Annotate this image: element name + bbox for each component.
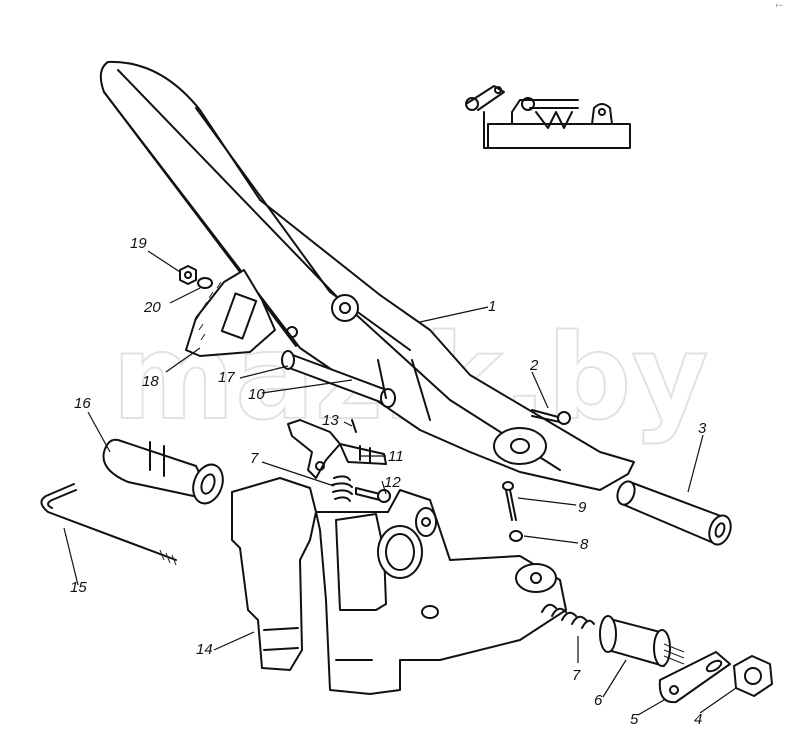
bolt-12 — [355, 487, 391, 503]
shaft-assembly — [281, 350, 396, 408]
link-plate — [658, 651, 731, 704]
label-1: 1 — [488, 298, 496, 315]
corner-mark: ʳ⁻ — [776, 3, 783, 13]
nut-and-washer — [179, 265, 213, 289]
bracket-plate — [287, 419, 387, 479]
label-14: 14 — [196, 641, 213, 658]
label-2: 2 — [529, 357, 539, 374]
leader-lines — [63, 250, 737, 716]
sleeve — [102, 438, 224, 505]
nut-4 — [733, 655, 773, 697]
lower-spring — [541, 603, 595, 629]
l-rod — [40, 483, 177, 566]
upper-spring — [331, 475, 353, 502]
main-bracket — [231, 477, 567, 695]
label-11: 11 — [388, 448, 404, 465]
label-19: 19 — [130, 235, 147, 252]
label-20: 20 — [143, 299, 161, 316]
label-6: 6 — [594, 692, 603, 709]
bolt-9 — [502, 481, 517, 521]
label-7-lower: 7 — [572, 667, 581, 684]
label-3: 3 — [698, 420, 707, 437]
label-17: 17 — [218, 369, 235, 386]
tube — [616, 480, 732, 546]
part-labels: 1 2 3 4 5 6 7 8 9 10 11 12 13 14 15 16 1… — [70, 235, 707, 728]
label-7-upper: 7 — [250, 450, 259, 467]
label-16: 16 — [74, 395, 91, 412]
label-5: 5 — [630, 711, 639, 728]
label-18: 18 — [142, 373, 159, 390]
bushing — [599, 615, 685, 667]
label-9: 9 — [578, 499, 587, 516]
label-10: 10 — [248, 386, 265, 403]
label-13: 13 — [322, 412, 339, 429]
label-12: 12 — [384, 474, 401, 491]
lever-bolt — [531, 409, 571, 425]
inset-diagram — [465, 85, 631, 149]
ring-clip — [509, 530, 523, 542]
label-4: 4 — [694, 711, 702, 728]
label-8: 8 — [580, 536, 589, 553]
label-15: 15 — [70, 579, 87, 596]
sector-plate — [185, 269, 298, 357]
